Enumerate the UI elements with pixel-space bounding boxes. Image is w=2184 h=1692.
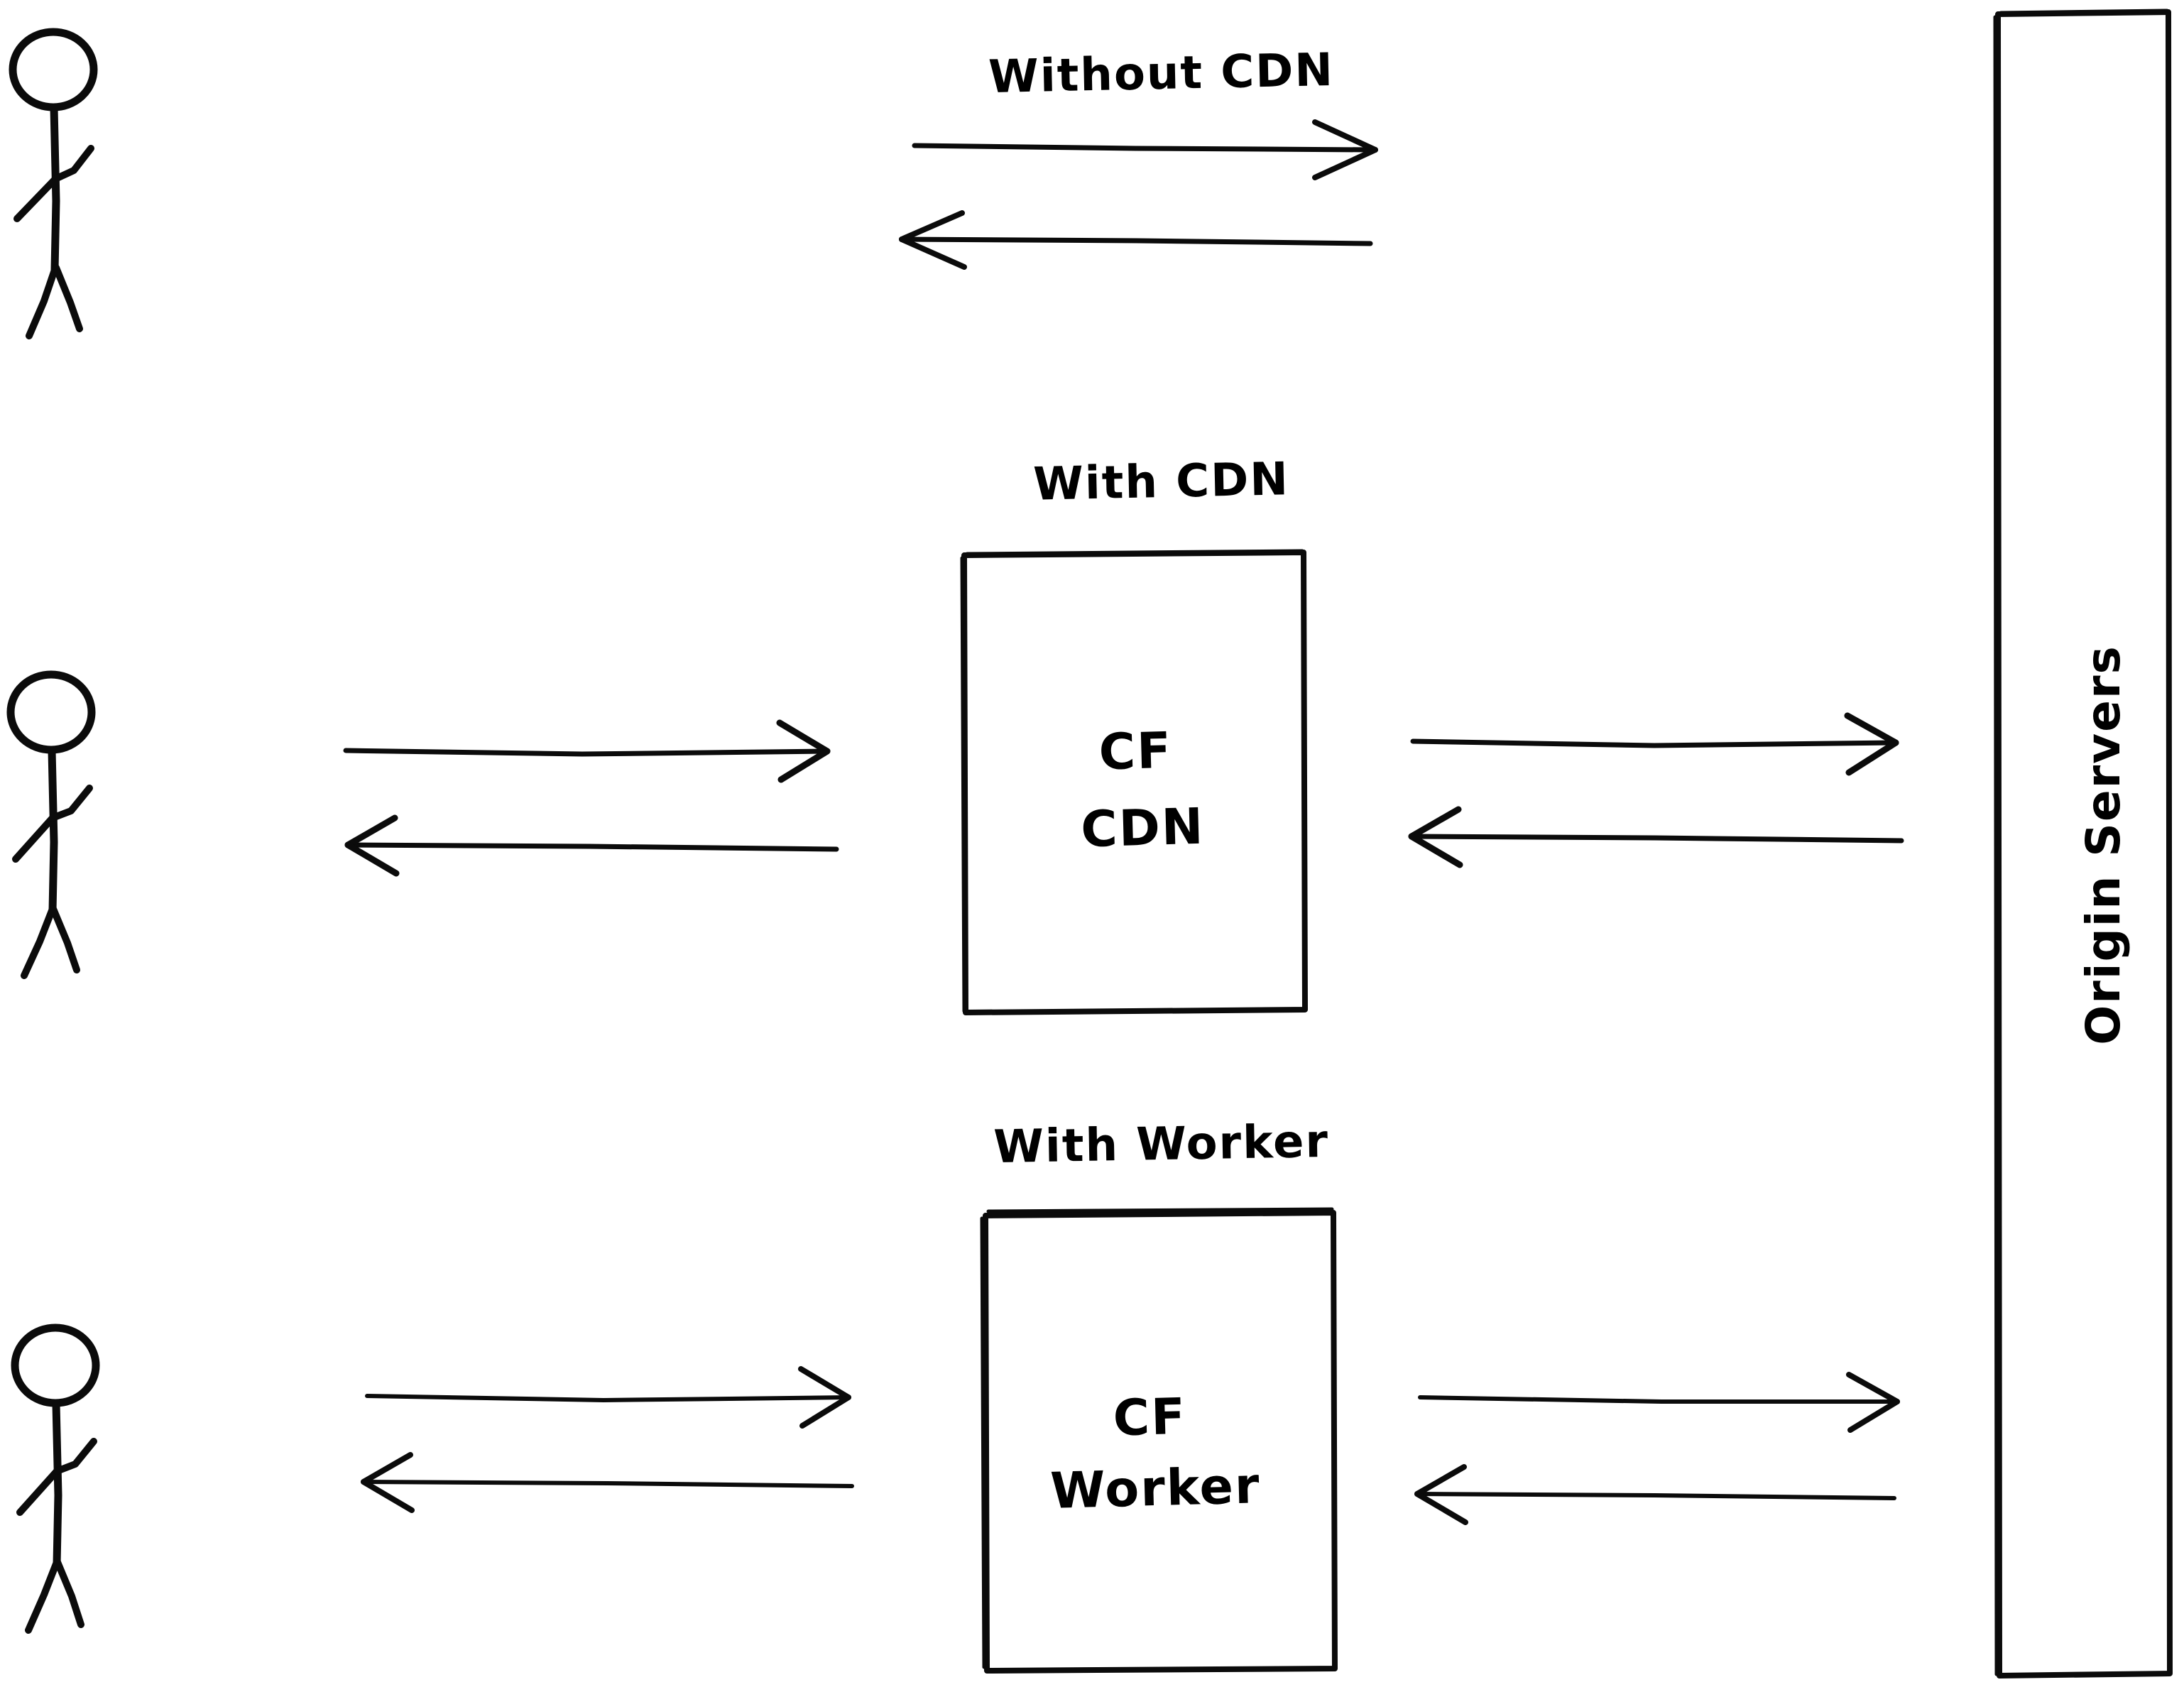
cf-cdn-label-line2: CDN	[1080, 797, 1205, 859]
origin-to-cdn-response-arrow	[1408, 806, 1904, 868]
user-left-leg-icon	[21, 905, 56, 979]
user-to-cdn-request-arrow	[343, 719, 831, 783]
user-body-icon	[52, 1399, 62, 1568]
origin-servers-label: Origin Servers	[2076, 645, 2131, 1045]
cdn-to-origin-request-arrow	[1410, 712, 1899, 776]
stick-figure-user-1[interactable]	[9, 28, 98, 339]
user-left-leg-icon	[25, 1559, 60, 1634]
user-right-leg-icon	[53, 264, 83, 332]
user-right-arm-icon	[53, 1438, 97, 1475]
section-label-with-cdn: With CDN	[1033, 453, 1290, 511]
cf-cdn-box[interactable]	[960, 549, 1308, 1015]
user-right-arm-icon	[52, 145, 94, 182]
section-label-with-worker: With Worker	[993, 1115, 1330, 1174]
user-right-leg-icon	[50, 905, 80, 973]
origin-servers-box[interactable]	[1993, 9, 2173, 1679]
origin-to-user-response-arrow	[899, 210, 1373, 270]
stick-figure-user-3[interactable]	[11, 1323, 100, 1634]
user-right-leg-icon	[54, 1559, 84, 1628]
cf-worker-box[interactable]	[980, 1207, 1338, 1674]
user-body-icon	[48, 746, 58, 915]
cf-worker-label-line2: Worker	[1049, 1456, 1261, 1520]
user-to-worker-request-arrow	[365, 1366, 851, 1429]
user-to-origin-request-arrow	[912, 119, 1378, 180]
user-left-leg-icon	[26, 264, 59, 339]
user-body-icon	[50, 104, 60, 274]
worker-to-user-response-arrow	[361, 1452, 854, 1513]
cf-worker-label-line1: CF	[1113, 1387, 1187, 1448]
origin-to-worker-response-arrow	[1414, 1464, 1896, 1525]
worker-to-origin-request-arrow	[1418, 1372, 1900, 1433]
user-left-arm-icon	[12, 814, 56, 863]
cdn-to-user-response-arrow	[344, 814, 839, 877]
cf-cdn-label-line1: CF	[1098, 721, 1173, 782]
user-left-arm-icon	[13, 175, 59, 222]
user-left-arm-icon	[16, 1468, 60, 1516]
section-label-without-cdn: Without CDN	[988, 44, 1334, 104]
user-right-arm-icon	[49, 785, 93, 822]
stick-figure-user-2[interactable]	[6, 670, 96, 979]
